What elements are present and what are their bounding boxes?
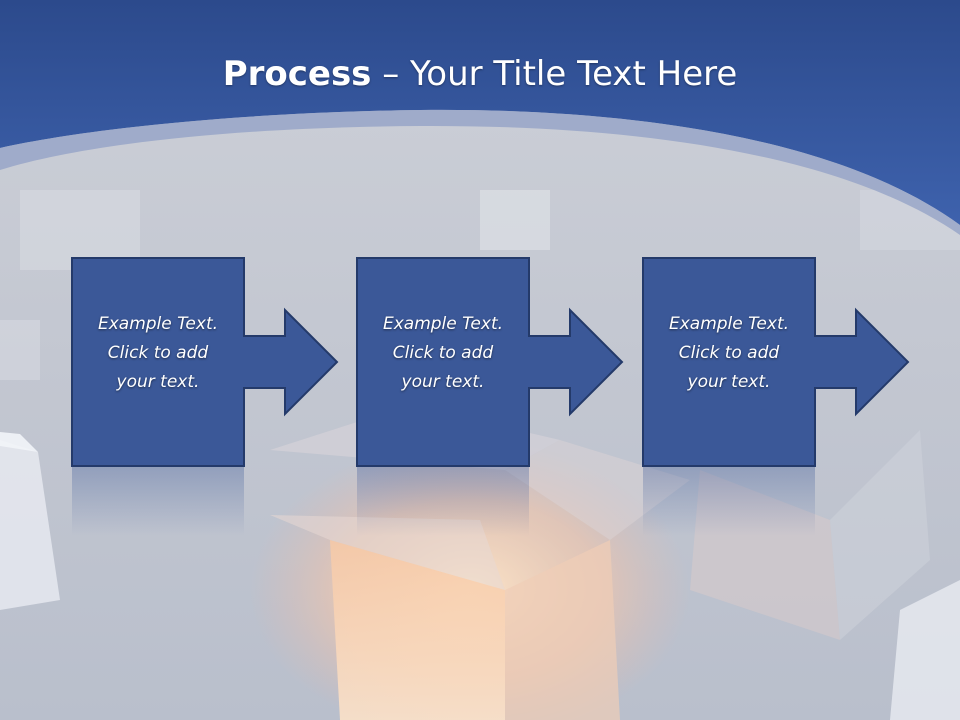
step-2-line-3: your text. [401,372,485,392]
title-rest-text: – Your Title Text Here [371,54,738,94]
step-1-line-1: Example Text. [97,314,219,334]
process-step-3[interactable] [642,257,910,467]
step-3-line-2: Click to add [678,343,780,363]
process-step-1[interactable] [71,257,339,467]
step-2-arrow-shape [356,257,624,467]
step-2-text[interactable]: Example Text. Click to add your text. [357,310,529,397]
step-1-line-3: your text. [116,372,200,392]
step-3-line-1: Example Text. [668,314,790,334]
step-1-line-2: Click to add [107,343,209,363]
slide-title[interactable]: Process – Your Title Text Here [0,52,960,96]
step-3-line-3: your text. [687,372,771,392]
step-1-arrow-shape [71,257,339,467]
process-step-2[interactable] [356,257,624,467]
step-2-line-1: Example Text. [382,314,504,334]
step-1-text[interactable]: Example Text. Click to add your text. [72,310,244,397]
title-bold-text: Process [222,54,372,94]
step-3-text[interactable]: Example Text. Click to add your text. [643,310,815,397]
step-2-line-2: Click to add [392,343,494,363]
step-3-arrow-shape [642,257,910,467]
